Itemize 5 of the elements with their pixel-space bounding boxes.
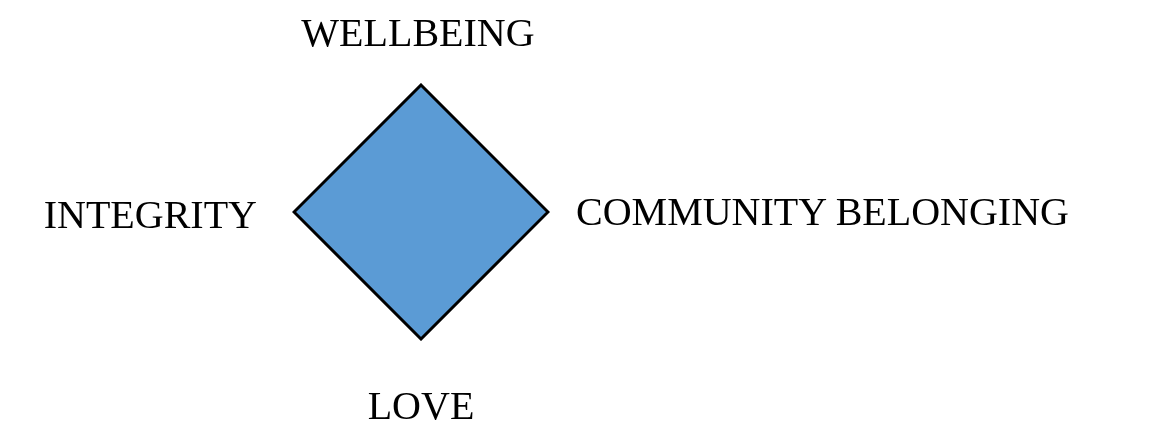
- axis-label: INTEGRITY: [43, 195, 257, 235]
- axis-label: WELLBEING: [301, 13, 535, 53]
- axis-label: LOVE: [367, 386, 475, 423]
- axis-label: COMMUNITY BELONGING: [576, 192, 1069, 232]
- diamond-shape: [292, 83, 550, 341]
